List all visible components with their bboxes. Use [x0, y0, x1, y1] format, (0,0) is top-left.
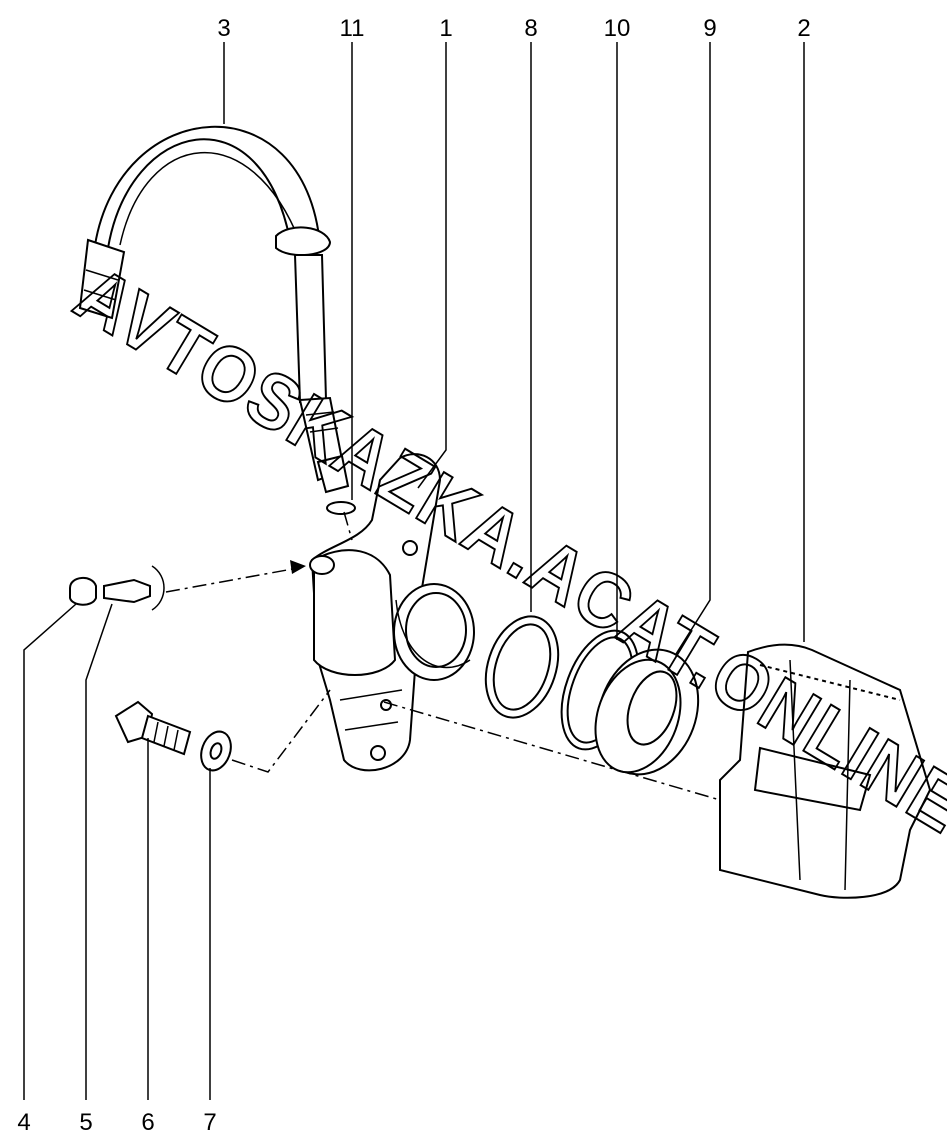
caliper-body: [309, 453, 475, 772]
callout-2: 2: [797, 15, 810, 42]
callout-8: 8: [524, 15, 537, 42]
leader-lines: [23, 42, 805, 1100]
callout-7: 7: [203, 1109, 216, 1136]
callout-10: 10: [604, 15, 631, 42]
bleeder-cap-4: [69, 577, 97, 606]
callout-9: 9: [703, 15, 716, 42]
callout-1: 1: [439, 15, 452, 42]
callout-6: 6: [141, 1109, 154, 1136]
washer-11: [326, 501, 356, 515]
caliper-bracket-2: [719, 643, 932, 899]
bleeder-screw-5: [103, 565, 165, 611]
seal-ring-8: [484, 615, 560, 719]
callout-3: 3: [217, 15, 230, 42]
piston-9: [594, 648, 700, 776]
brake-hose: [78, 125, 350, 494]
washer-7: [200, 730, 232, 772]
assembly-arrow: [290, 560, 306, 574]
assembly-lines: [165, 511, 721, 801]
callout-4: 4: [17, 1109, 30, 1136]
guide-bolt-6: [114, 700, 192, 756]
callout-5: 5: [79, 1109, 92, 1136]
callout-11: 11: [340, 15, 365, 42]
watermark: AVTOSKAZKA.ACAT.ONLINE: [61, 249, 947, 850]
